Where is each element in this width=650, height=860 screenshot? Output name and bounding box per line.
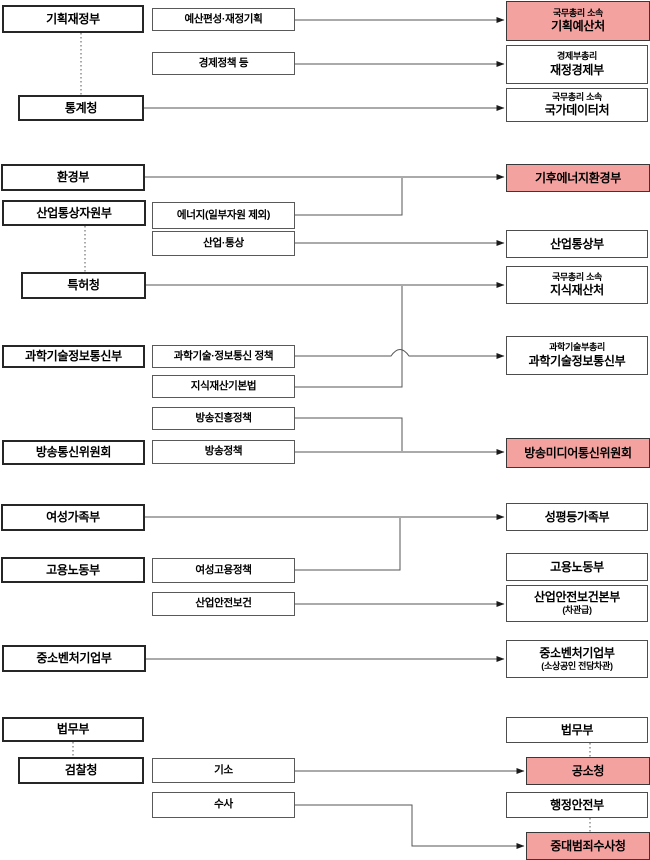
node-climate-energy-env-ministry: 기후에너지환경부	[506, 164, 650, 192]
node-investigation-label: 수사	[214, 798, 233, 811]
node-mogef-label: 여성가족부	[46, 510, 100, 524]
node-serious-crimes-investigation-office-label: 중대범죄수사청	[550, 838, 626, 853]
node-serious-crimes-investigation-office: 중대범죄수사청	[526, 832, 650, 860]
node-investigation: 수사	[152, 792, 295, 818]
node-motie-label: 산업통상자원부	[36, 205, 112, 220]
node-smes-startups-ministry-label: 중소벤처기업부	[539, 645, 615, 660]
edge-ip-act-join-kipo-line	[295, 286, 403, 388]
node-employment-labor-ministry: 고용노동부	[506, 553, 648, 581]
node-moj-left-label: 법무부	[56, 722, 90, 736]
node-mss: 중소벤처기업부	[2, 645, 146, 672]
node-mss-label: 중소벤처기업부	[36, 651, 112, 665]
node-industrial-safety-health-hq: 산업안전보건본부(차관급)	[506, 585, 648, 622]
node-women-employment-policy: 여성고용정책	[152, 558, 295, 583]
node-sci-ict-policy: 과학기술·정보통신 정책	[152, 345, 295, 368]
node-broadcast-policy: 방송정책	[152, 440, 295, 464]
node-industrial-safety-health-hq-label: (차관급)	[562, 605, 592, 616]
node-planning-budget-office-label: 기획예산처	[551, 19, 605, 34]
node-broadcast-policy-label: 방송정책	[204, 445, 243, 458]
node-industry-trade-function: 산업·통상	[152, 231, 295, 256]
node-indictment: 기소	[152, 758, 295, 783]
node-moel-label: 고용노동부	[46, 562, 100, 577]
edge-energy-join-env-line	[295, 178, 403, 216]
node-justice-ministry-label: 법무부	[560, 722, 594, 737]
node-kipo-label: 특허청	[67, 278, 100, 292]
node-prosecution-service: 검찰청	[18, 757, 144, 784]
node-motie: 산업통상자원부	[2, 200, 146, 226]
node-smes-startups-ministry-label: (소상공인 전담차관)	[541, 660, 613, 671]
node-kcc: 방송통신위원회	[2, 440, 145, 465]
edge-sci-ict-policy-to-sci-ict-ministry	[295, 349, 505, 359]
node-finance-economy-ministry-label: 재정경제부	[550, 62, 604, 77]
node-kipo: 특허청	[21, 272, 146, 299]
node-employment-labor-ministry-label: 고용노동부	[550, 559, 604, 574]
node-smes-startups-ministry: 중소벤처기업부(소상공인 전담차관)	[506, 640, 648, 678]
node-ip-framework-act-label: 지식재산기본법	[190, 379, 257, 392]
node-budget-fiscal-planning-label: 예산편성·재정기획	[184, 12, 263, 25]
node-broadcast-media-comm-commission-label: 방송미디어통신위원회	[524, 445, 632, 460]
node-ip-office-label: 지식재산처	[550, 283, 604, 298]
node-national-data-office-label: 국무총리 소속	[551, 91, 603, 102]
node-sci-ict-ministry-label: 과학기술부총리	[549, 342, 605, 353]
node-broadcast-media-comm-commission: 방송미디어통신위원회	[506, 438, 650, 468]
node-industrial-safety-health-label: 산업안전보건	[195, 597, 252, 610]
node-moel: 고용노동부	[1, 557, 145, 583]
node-moj-left: 법무부	[2, 717, 144, 742]
node-broadcast-promotion-policy: 방송진흥정책	[152, 407, 295, 430]
node-moef-label: 기획재정부	[46, 11, 100, 26]
node-planning-budget-office-label: 국무총리 소속	[552, 7, 604, 18]
node-energy-function: 에너지(일부자원 제외)	[152, 202, 295, 229]
node-economic-policy-label: 경제정책 등	[198, 56, 249, 69]
node-justice-ministry: 법무부	[506, 717, 648, 743]
edge-women-employment-join	[295, 518, 401, 571]
node-gender-equality-family-ministry-label: 성평등가족부	[544, 509, 610, 524]
node-mogef: 여성가족부	[1, 504, 145, 531]
node-indictment-label: 기소	[214, 763, 233, 776]
node-industry-trade-ministry-label: 산업통상부	[550, 236, 604, 251]
node-energy-function-label: 에너지(일부자원 제외)	[176, 208, 271, 221]
node-msit-label: 과학기술정보통신부	[25, 349, 122, 363]
node-women-employment-policy-label: 여성고용정책	[195, 563, 252, 576]
node-interior-safety-ministry: 행정안전부	[506, 792, 648, 818]
node-budget-fiscal-planning: 예산편성·재정기획	[152, 8, 295, 31]
node-ip-framework-act: 지식재산기본법	[152, 375, 295, 398]
node-climate-energy-env-ministry-label: 기후에너지환경부	[535, 170, 621, 185]
node-moef: 기획재정부	[2, 5, 144, 33]
node-sci-ict-ministry-label: 과학기술정보통신부	[528, 353, 626, 368]
node-economic-policy: 경제정책 등	[152, 52, 295, 75]
node-kostat-label: 통계청	[64, 100, 98, 115]
node-industry-trade-function-label: 산업·통상	[203, 236, 244, 249]
node-finance-economy-ministry-label: 경제부총리	[557, 51, 597, 62]
edge-investigation-to-serious-crimes	[295, 804, 525, 849]
node-kcc-label: 방송통신위원회	[35, 445, 112, 459]
node-national-data-office-label: 국가데이터처	[544, 103, 610, 118]
edge-broadcast-promotion-join	[295, 417, 403, 451]
node-ip-office-label: 국무총리 소속	[551, 271, 603, 282]
node-industrial-safety-health: 산업안전보건	[152, 592, 295, 616]
node-interior-safety-ministry-label: 행정안전부	[550, 797, 604, 812]
node-kostat: 통계청	[18, 95, 144, 121]
node-gender-equality-family-ministry: 성평등가족부	[506, 503, 648, 531]
node-broadcast-promotion-policy-label: 방송진흥정책	[195, 411, 252, 424]
node-public-prosecution-office-label: 공소청	[571, 763, 605, 778]
node-env-ministry: 환경부	[1, 164, 145, 191]
node-industry-trade-ministry: 산업통상부	[506, 230, 648, 258]
node-prosecution-service-label: 검찰청	[64, 763, 98, 777]
node-env-ministry-label: 환경부	[56, 170, 90, 184]
node-public-prosecution-office: 공소청	[526, 757, 650, 785]
node-sci-ict-policy-label: 과학기술·정보통신 정책	[173, 349, 274, 362]
node-industrial-safety-health-hq-label: 산업안전보건본부	[534, 590, 620, 605]
node-msit: 과학기술정보통신부	[2, 345, 145, 368]
